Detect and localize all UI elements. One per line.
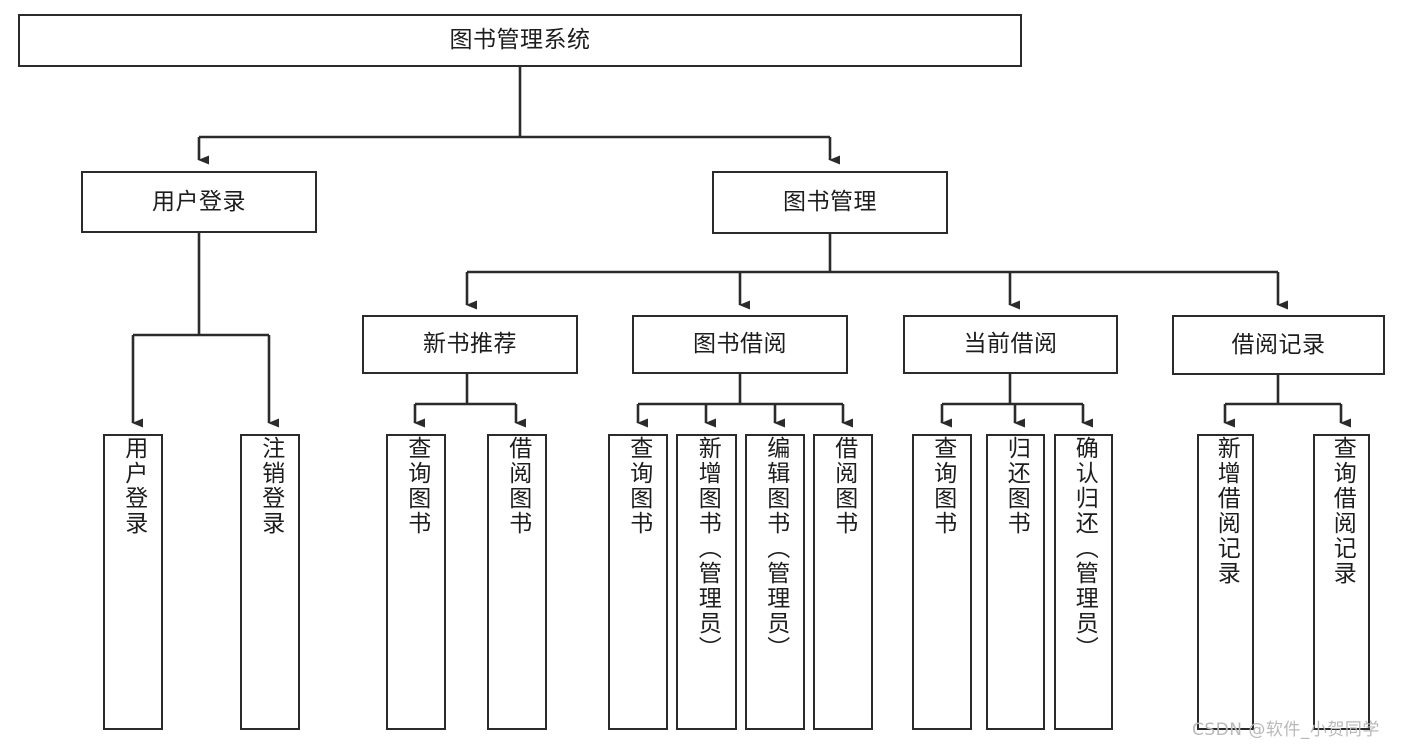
leaf-add-book-label: 新增图书（管理员） bbox=[694, 436, 721, 661]
leaf-query-book-2-label: 查询图书 bbox=[625, 436, 652, 536]
node-new-book-recommend[interactable]: 新书推荐 bbox=[362, 315, 578, 374]
leaf-borrow-book-1-label: 借阅图书 bbox=[504, 436, 531, 536]
node-user-login-label: 用户登录 bbox=[152, 188, 246, 215]
leaf-edit-book[interactable]: 编辑图书（管理员） bbox=[745, 434, 805, 730]
leaf-confirm-return-label: 确认归还（管理员） bbox=[1071, 436, 1098, 661]
node-current-borrow[interactable]: 当前借阅 bbox=[903, 315, 1118, 374]
leaf-edit-book-label: 编辑图书（管理员） bbox=[762, 436, 789, 661]
leaf-query-record-label: 查询借阅记录 bbox=[1329, 436, 1356, 586]
leaf-borrow-book-2-label: 借阅图书 bbox=[830, 436, 857, 536]
node-borrow-record[interactable]: 借阅记录 bbox=[1172, 315, 1385, 375]
leaf-query-book-2[interactable]: 查询图书 bbox=[608, 434, 668, 730]
leaf-return-book-label: 归还图书 bbox=[1003, 436, 1030, 536]
leaf-borrow-book-1[interactable]: 借阅图书 bbox=[487, 434, 547, 730]
node-new-book-recommend-label: 新书推荐 bbox=[423, 331, 517, 358]
node-borrow-record-label: 借阅记录 bbox=[1231, 331, 1326, 358]
leaf-query-book-1[interactable]: 查询图书 bbox=[386, 434, 446, 730]
leaf-add-record[interactable]: 新增借阅记录 bbox=[1197, 434, 1254, 730]
leaf-logout-login-label: 注销登录 bbox=[257, 436, 284, 536]
node-root[interactable]: 图书管理系统 bbox=[18, 14, 1022, 67]
leaf-query-record[interactable]: 查询借阅记录 bbox=[1313, 434, 1370, 730]
leaf-return-book[interactable]: 归还图书 bbox=[986, 434, 1045, 730]
watermark: CSDN @软件_小贺同学 bbox=[1192, 720, 1380, 740]
leaf-query-book-3-label: 查询图书 bbox=[929, 436, 956, 536]
leaf-confirm-return[interactable]: 确认归还（管理员） bbox=[1054, 434, 1113, 730]
node-book-borrow-label: 图书借阅 bbox=[693, 331, 787, 358]
leaf-query-book-1-label: 查询图书 bbox=[403, 436, 430, 536]
node-current-borrow-label: 当前借阅 bbox=[963, 331, 1058, 358]
node-book-management-label: 图书管理 bbox=[783, 189, 877, 216]
leaf-add-book[interactable]: 新增图书（管理员） bbox=[676, 434, 737, 730]
node-user-login[interactable]: 用户登录 bbox=[81, 171, 317, 233]
leaf-user-login[interactable]: 用户登录 bbox=[103, 434, 163, 730]
leaf-add-record-label: 新增借阅记录 bbox=[1213, 436, 1240, 586]
node-book-borrow[interactable]: 图书借阅 bbox=[632, 315, 848, 374]
leaf-query-book-3[interactable]: 查询图书 bbox=[912, 434, 972, 730]
node-book-management[interactable]: 图书管理 bbox=[712, 171, 948, 234]
leaf-logout-login[interactable]: 注销登录 bbox=[240, 434, 300, 730]
node-root-label: 图书管理系统 bbox=[449, 27, 591, 54]
leaf-user-login-label: 用户登录 bbox=[120, 436, 147, 536]
leaf-borrow-book-2[interactable]: 借阅图书 bbox=[813, 434, 873, 730]
